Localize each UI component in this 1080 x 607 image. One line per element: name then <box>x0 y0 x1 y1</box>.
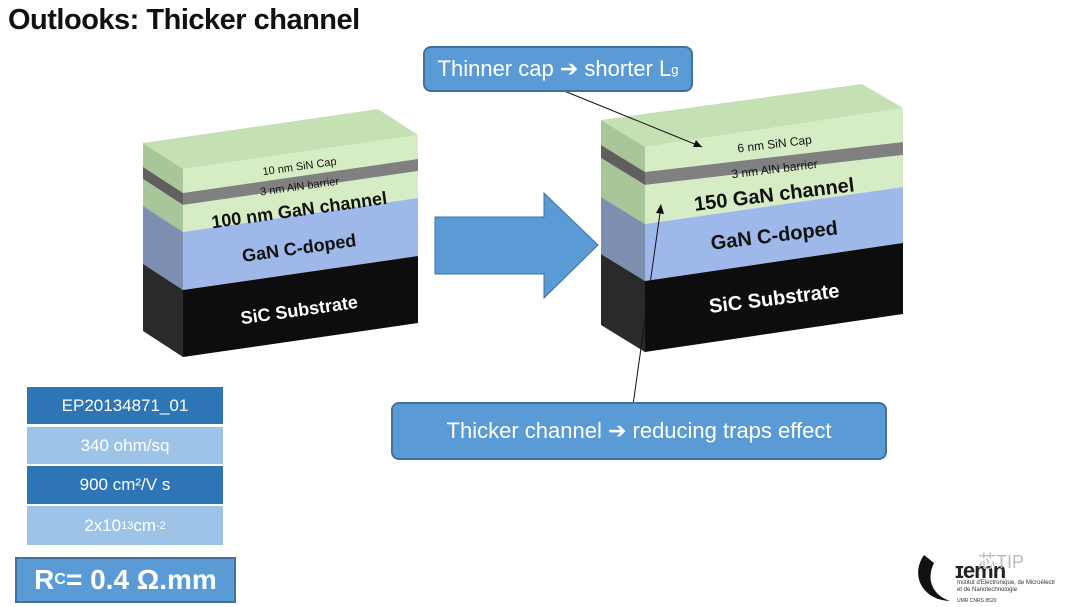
logo-umr: UMR CNRS 8520 <box>957 598 997 604</box>
transition-arrow <box>434 191 599 300</box>
right-side-substrate <box>601 254 645 352</box>
top-callout-pointer <box>546 83 703 148</box>
logo-swoosh-icon <box>918 555 950 601</box>
left-side-substrate <box>143 264 183 357</box>
density-exp: 13 <box>121 519 134 532</box>
left-front-barrier <box>183 159 418 205</box>
shorter-lg-text: shorter L <box>584 56 672 81</box>
left-side-channel <box>143 179 183 232</box>
right-front-cdoped <box>645 187 903 281</box>
left-side-barrier <box>143 167 183 205</box>
rc-prefix: R <box>34 564 55 595</box>
thinner-cap-text: Thinner cap <box>437 56 554 81</box>
right-front-channel <box>645 155 903 224</box>
left-side-cdoped <box>143 206 183 290</box>
left-side-cap <box>143 143 183 193</box>
logo-line2: et de Nanotechnologie <box>957 587 1018 593</box>
watermark: 芯TIP <box>978 552 1025 572</box>
right-front-cap <box>645 108 903 172</box>
right-stack: 6 nm SiN Cap 3 nm AlN barrier 150 GaN ch… <box>601 84 903 352</box>
logo-line1: Institut d'Electronique, de Microélectr <box>957 580 1056 586</box>
right-front-barrier <box>645 142 903 185</box>
rc-sub: C <box>54 571 66 588</box>
right-side-cap <box>601 120 645 172</box>
density-unit: cm <box>133 515 156 535</box>
left-front-substrate <box>183 256 418 357</box>
logo-subtitle: Institut d'Electronique, de Microélectr … <box>957 580 1077 594</box>
page-title: Outlooks: Thicker channel <box>8 4 360 36</box>
lg-subscript: g <box>671 61 679 77</box>
left-front-channel <box>183 171 418 232</box>
left-front-cdoped <box>183 198 418 290</box>
right-front-substrate <box>645 243 903 352</box>
thicker-channel-text: Thicker channel ➔ reducing traps effect <box>446 418 832 443</box>
rc-value: = 0.4 Ω.mm <box>65 564 217 595</box>
right-top-face <box>601 84 903 147</box>
density-base: 2x10 <box>84 515 122 535</box>
right-side-channel <box>601 158 645 224</box>
top-callout-pointer-head <box>693 140 702 147</box>
callout-arrow-icon: ➔ <box>559 56 579 81</box>
iemn-logo <box>918 555 950 601</box>
sheet-resistance-cell: 340 ohm/sq <box>27 427 223 464</box>
wafer-id-cell: EP20134871_01 <box>27 387 223 424</box>
thicker-channel-callout: Thicker channel ➔ reducing traps effect <box>391 402 887 460</box>
mobility-cell: 900 cm²/V s <box>27 466 223 504</box>
left-front-cap <box>183 135 418 193</box>
right-side-barrier <box>601 145 645 185</box>
logo-name: ɪemn <box>955 558 1006 583</box>
density-unit-exp: -2 <box>156 519 166 532</box>
right-side-cdoped <box>601 197 645 281</box>
left-stack: 10 nm SiN Cap 3 nm AlN barrier 100 nm Ga… <box>143 109 418 357</box>
bottom-callout-pointer <box>632 205 662 406</box>
left-top-face <box>143 109 418 169</box>
bottom-callout-pointer-head <box>656 204 664 214</box>
